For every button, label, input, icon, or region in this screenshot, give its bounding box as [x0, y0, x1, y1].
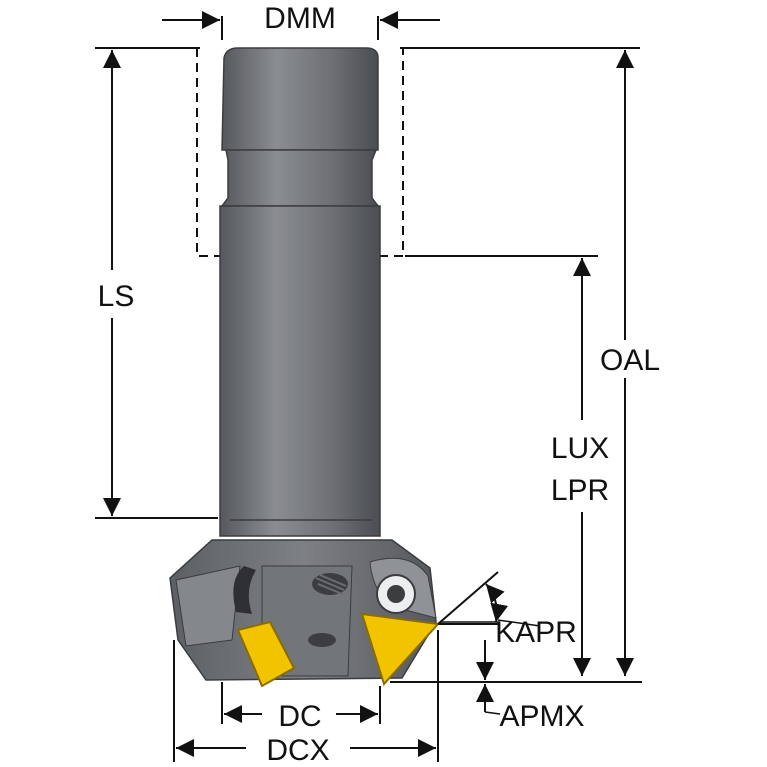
holder-outline-dashed [196, 48, 404, 257]
cutting-insert-left [236, 620, 296, 688]
dc-label: DC [278, 700, 321, 733]
ls-label: LS [98, 280, 135, 313]
oal-dimension [400, 47, 640, 676]
kapr-angle [437, 571, 541, 627]
apmx-label: APMX [499, 700, 584, 733]
dc-dimension [221, 682, 381, 724]
shank [219, 47, 381, 537]
dmm-dimension [162, 11, 440, 40]
dcx-dimension [173, 630, 439, 762]
lpr-label: LPR [551, 474, 609, 507]
oal-label: OAL [600, 344, 660, 377]
lux-lpr-dimension [405, 255, 598, 676]
apmx-dimension [440, 621, 501, 715]
dcx-label: DCX [266, 734, 329, 767]
dmm-label: DMM [264, 2, 336, 35]
lux-label: LUX [551, 432, 609, 465]
ls-dimension [95, 47, 218, 519]
cutter-head [169, 539, 437, 681]
cutting-insert-right [360, 612, 441, 686]
kapr-label: KAPR [495, 616, 577, 649]
